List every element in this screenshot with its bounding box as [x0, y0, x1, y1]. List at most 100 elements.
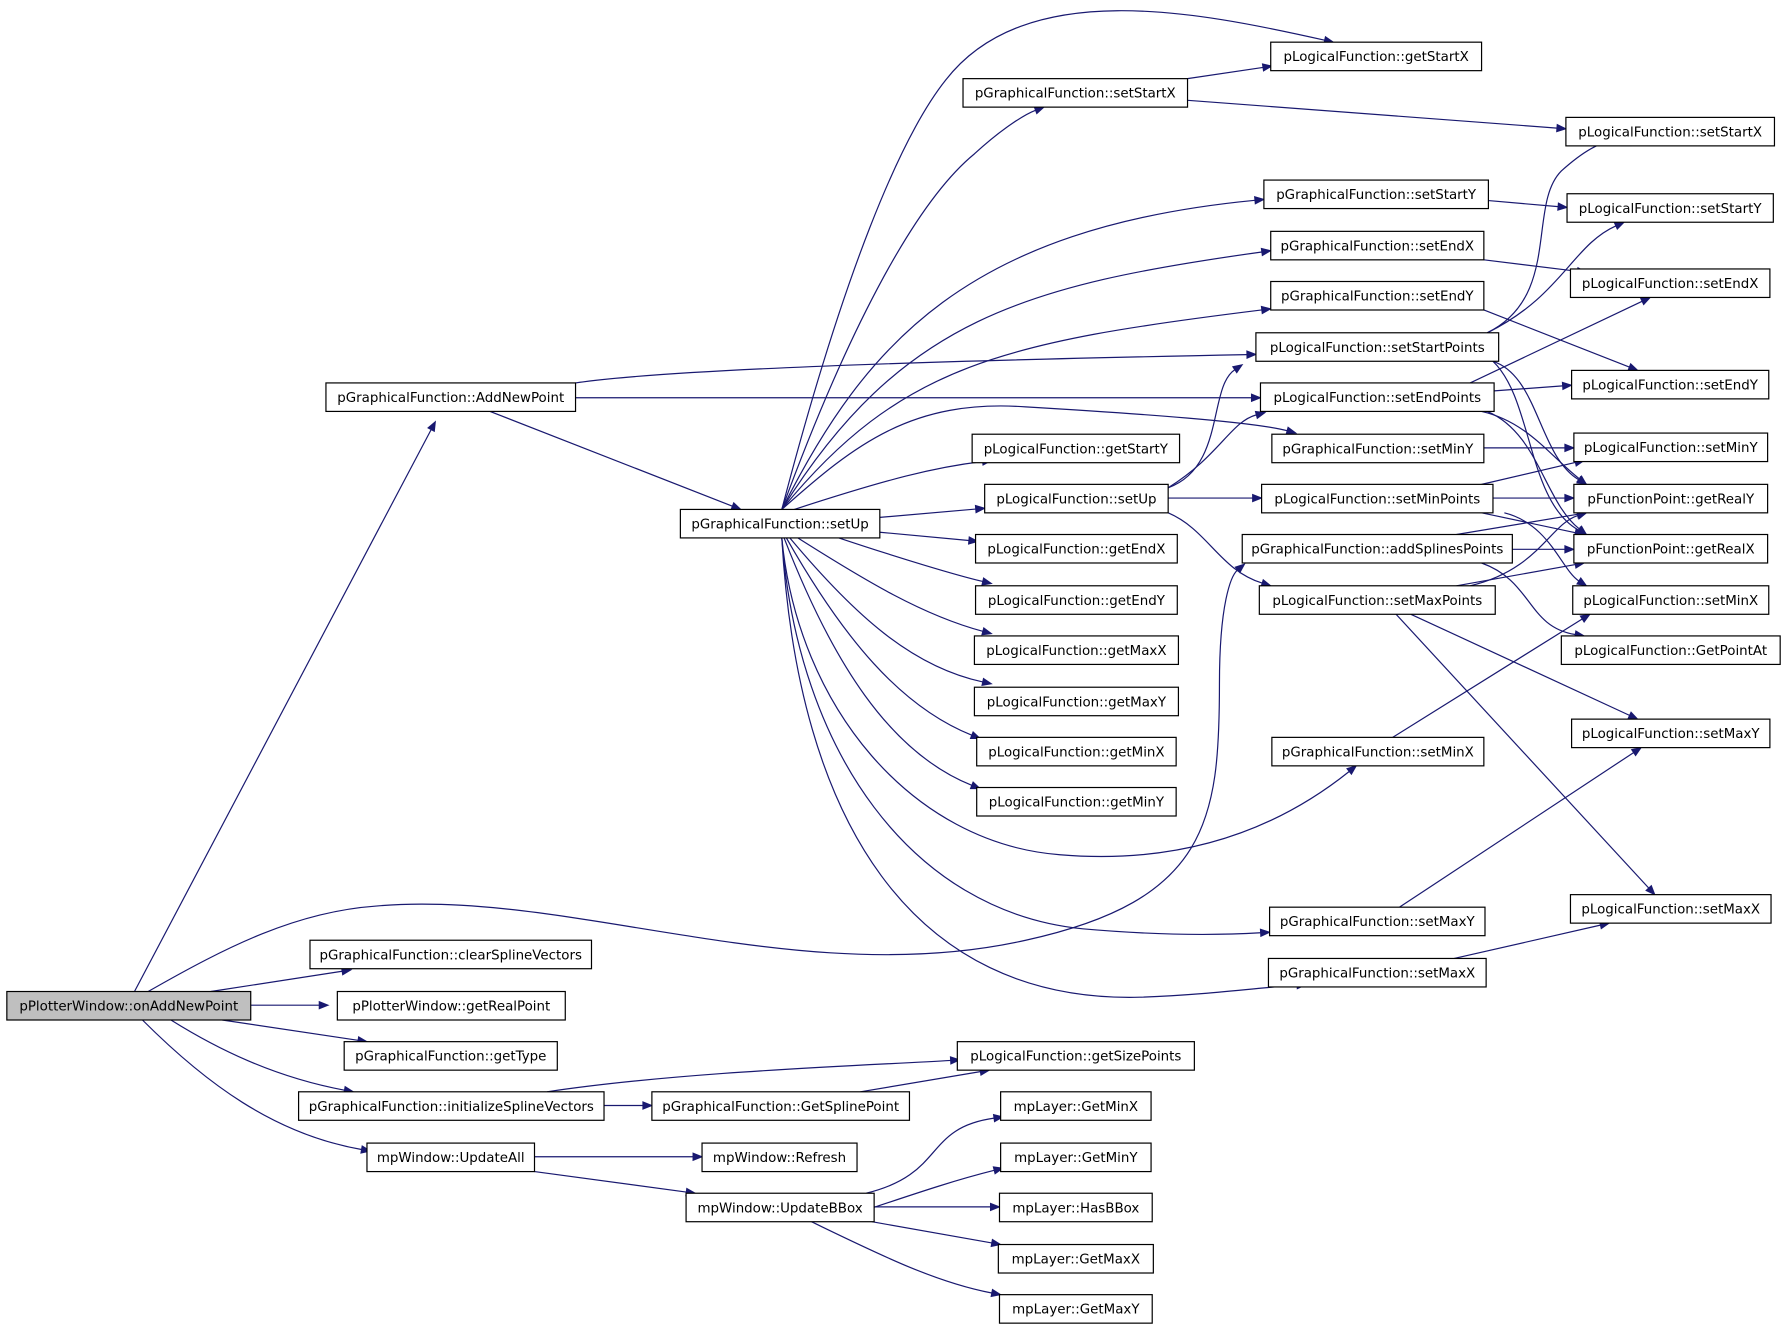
node-lGetEndY[interactable]: pLogicalFunction::getEndY	[974, 585, 1178, 615]
node-mpHasBBox[interactable]: mpLayer::HasBBox	[998, 1192, 1153, 1223]
edge-setUp-to-gSetStartX	[781, 106, 1046, 510]
edge-setUp-to-lGetStartY	[794, 457, 993, 511]
node-gSetStartX[interactable]: pGraphicalFunction::setStartX	[962, 78, 1189, 108]
node-lGetStartY[interactable]: pLogicalFunction::getStartY	[971, 433, 1181, 464]
node-box	[956, 1041, 1195, 1071]
node-gSetEndX[interactable]: pGraphicalFunction::setEndX	[1270, 230, 1485, 261]
arrowhead-icon	[1250, 393, 1262, 403]
node-box	[1000, 1142, 1152, 1173]
edge-getSplinePoint-to-lGetSizePoints	[860, 1067, 991, 1093]
node-box	[984, 483, 1169, 514]
node-lGetMinX[interactable]: pLogicalFunction::getMinX	[976, 736, 1177, 767]
node-fpGetRealY[interactable]: pFunctionPoint::getRealY	[1573, 483, 1769, 514]
node-label: pGraphicalFunction::setStartX	[975, 87, 1176, 102]
node-label: pLogicalFunction::getMinY	[989, 796, 1165, 811]
node-box	[974, 533, 1178, 564]
node-gAddSplinesPoints[interactable]: pGraphicalFunction::addSplinesPoints	[1241, 533, 1513, 564]
node-refresh[interactable]: mpWindow::Refresh	[701, 1142, 858, 1173]
node-lSetMinX[interactable]: pLogicalFunction::setMinX	[1572, 585, 1770, 615]
node-lGetPointAt[interactable]: pLogicalFunction::GetPointAt	[1560, 635, 1781, 666]
node-label: pLogicalFunction::setMinY	[1584, 441, 1759, 456]
arrowhead-icon	[1346, 765, 1358, 776]
arrowhead-icon	[730, 501, 743, 511]
node-gSetMaxX[interactable]: pGraphicalFunction::setMaxX	[1267, 957, 1487, 988]
node-getSplinePoint[interactable]: pGraphicalFunction::GetSplinePoint	[651, 1091, 911, 1121]
edge-setUp-to-gSetMinX	[781, 537, 1358, 858]
node-label: pGraphicalFunction::setMinX	[1282, 745, 1474, 760]
node-box	[297, 1091, 605, 1121]
arrowhead-icon	[1254, 410, 1267, 420]
node-label: pPlotterWindow::onAddNewPoint	[19, 1000, 238, 1015]
node-label: pLogicalFunction::setStartY	[1579, 202, 1763, 217]
edge-lSetUp-to-lSetMinPoints	[1168, 493, 1263, 503]
node-gSetMinY[interactable]: pGraphicalFunction::setMinY	[1271, 433, 1485, 464]
node-lSetMaxY[interactable]: pLogicalFunction::setMaxY	[1570, 718, 1771, 749]
node-root[interactable]: pPlotterWindow::onAddNewPoint	[6, 990, 252, 1021]
node-gSetStartY[interactable]: pGraphicalFunction::setStartY	[1263, 179, 1490, 210]
node-label: pGraphicalFunction::initializeSplineVect…	[309, 1100, 594, 1115]
node-lSetStartX[interactable]: pLogicalFunction::setStartX	[1565, 116, 1776, 147]
node-fpGetRealX[interactable]: pFunctionPoint::getRealX	[1573, 533, 1769, 564]
edge-setUp-to-gSetMaxY	[781, 537, 1271, 938]
node-initializeSplineVectors[interactable]: pGraphicalFunction::initializeSplineVect…	[297, 1091, 605, 1121]
node-getType[interactable]: pGraphicalFunction::getType	[343, 1041, 558, 1071]
edge-setUp-to-gSetEndY	[781, 305, 1273, 510]
node-lSetMaxPoints[interactable]: pLogicalFunction::setMaxPoints	[1258, 585, 1496, 615]
arrowhead-icon	[1645, 884, 1656, 896]
node-box	[974, 585, 1178, 615]
node-lSetEndX[interactable]: pLogicalFunction::setEndX	[1569, 268, 1771, 299]
arrowhead-icon	[1285, 426, 1298, 435]
node-gSetEndY[interactable]: pGraphicalFunction::setEndY	[1270, 280, 1485, 311]
node-lGetEndX[interactable]: pLogicalFunction::getEndX	[974, 533, 1178, 564]
node-label: pGraphicalFunction::setMaxX	[1279, 967, 1475, 982]
node-label: mpWindow::UpdateBBox	[697, 1201, 862, 1216]
node-gSetMaxY[interactable]: pGraphicalFunction::setMaxY	[1268, 906, 1486, 937]
node-setUp[interactable]: pGraphicalFunction::setUp	[679, 508, 881, 539]
edge-root-to-gAddSplinesPoints	[147, 563, 1246, 993]
node-updateAll[interactable]: mpWindow::UpdateAll	[366, 1142, 536, 1173]
node-lSetEndPoints[interactable]: pLogicalFunction::setEndPoints	[1259, 382, 1495, 413]
node-lSetStartY[interactable]: pLogicalFunction::setStartY	[1566, 193, 1774, 223]
node-label: pLogicalFunction::setEndY	[1582, 378, 1758, 393]
node-label: pLogicalFunction::getSizePoints	[970, 1050, 1181, 1065]
node-lGetMaxY[interactable]: pLogicalFunction::getMaxY	[973, 686, 1180, 717]
edge-gSetMinX-to-lSetMinX	[1392, 613, 1591, 738]
arrowhead-icon	[949, 1056, 961, 1065]
node-lGetMinY[interactable]: pLogicalFunction::getMinY	[976, 786, 1177, 817]
node-lSetUp[interactable]: pLogicalFunction::setUp	[984, 483, 1169, 514]
node-clearSplineVectors[interactable]: pGraphicalFunction::clearSplineVectors	[309, 939, 593, 970]
node-lGetStartX[interactable]: pLogicalFunction::getStartX	[1270, 41, 1483, 72]
node-lSetMinPoints[interactable]: pLogicalFunction::setMinPoints	[1261, 483, 1494, 514]
node-updateBBox[interactable]: mpWindow::UpdateBBox	[685, 1192, 875, 1223]
node-label: pLogicalFunction::setStartPoints	[1270, 341, 1485, 356]
node-lGetMaxX[interactable]: pLogicalFunction::getMaxX	[973, 635, 1180, 666]
node-label: pFunctionPoint::getRealX	[1587, 543, 1755, 558]
node-mpGetMinX[interactable]: mpLayer::GetMinX	[1000, 1091, 1152, 1121]
node-gSetMinX[interactable]: pGraphicalFunction::setMinX	[1271, 736, 1485, 767]
node-label: pGraphicalFunction::GetSplinePoint	[662, 1100, 899, 1115]
node-box	[1267, 957, 1487, 988]
node-lGetSizePoints[interactable]: pLogicalFunction::getSizePoints	[956, 1041, 1195, 1071]
arrowhead-icon	[692, 1152, 704, 1162]
node-label: pLogicalFunction::setUp	[996, 492, 1156, 507]
node-addNewPoint[interactable]: pGraphicalFunction::AddNewPoint	[325, 382, 577, 413]
node-label: pPlotterWindow::getRealPoint	[352, 1000, 550, 1015]
node-mpGetMaxX[interactable]: mpLayer::GetMaxX	[997, 1243, 1154, 1274]
edge-updateBBox-to-mpGetMinX	[866, 1113, 1005, 1194]
node-mpGetMinY[interactable]: mpLayer::GetMinY	[1000, 1142, 1152, 1173]
node-box	[971, 433, 1181, 464]
node-getRealPoint[interactable]: pPlotterWindow::getRealPoint	[336, 990, 566, 1021]
edge-lSetUp-to-lSetEndPoints	[1167, 410, 1267, 489]
node-lSetStartPoints[interactable]: pLogicalFunction::setStartPoints	[1255, 332, 1500, 362]
node-lSetEndY[interactable]: pLogicalFunction::setEndY	[1570, 369, 1770, 400]
node-box	[343, 1041, 558, 1071]
node-box	[1270, 280, 1485, 311]
node-mpGetMaxY[interactable]: mpLayer::GetMaxY	[998, 1294, 1153, 1324]
node-lSetMinY[interactable]: pLogicalFunction::setMinY	[1573, 432, 1769, 463]
arrowhead-icon	[1564, 544, 1576, 554]
arrowhead-icon	[1260, 247, 1273, 257]
node-label: pLogicalFunction::getStartY	[984, 442, 1169, 457]
node-box	[1573, 533, 1769, 564]
node-lSetMaxX[interactable]: pLogicalFunction::setMaxX	[1569, 894, 1772, 924]
edge-lSetStartPoints-to-lSetStartX	[1487, 138, 1633, 334]
